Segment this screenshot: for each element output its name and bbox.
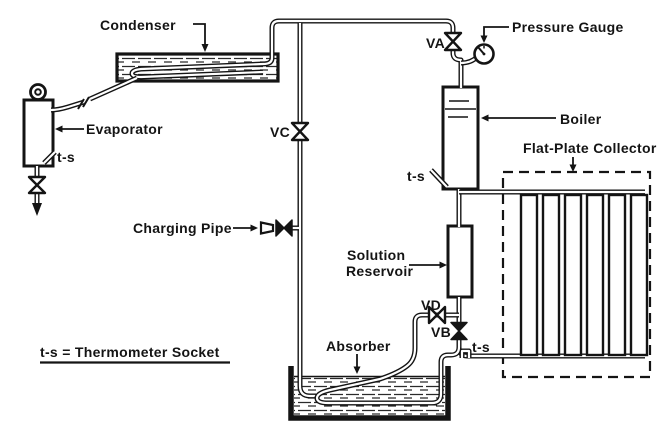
collector-tube — [585, 193, 605, 357]
valve-vc-label: VC — [270, 124, 290, 140]
boiler-label: Boiler — [560, 111, 602, 127]
absorber-leader — [353, 354, 361, 374]
legend-text: t-s = Thermometer Socket — [40, 344, 220, 360]
pressure-gauge-icon — [473, 43, 495, 65]
valve-vc-icon — [290, 121, 310, 142]
collector-ts-label: t-s — [472, 339, 490, 355]
collector-dashed-enclosure — [501, 170, 652, 379]
valve-va-icon — [443, 31, 463, 52]
evaporator-drain-valve-icon — [27, 175, 47, 195]
boiler-leader — [481, 114, 556, 122]
evaporator-drain-tip — [32, 203, 42, 216]
solution-reservoir-label-line1: Solution — [347, 247, 405, 263]
pressure-gauge-leader — [480, 26, 509, 43]
evaporator-leader — [55, 125, 84, 133]
boiler-ts-label: t-s — [407, 168, 425, 184]
evaporator-label: Evaporator — [86, 121, 163, 137]
pressure-gauge-label: Pressure Gauge — [512, 19, 624, 35]
collector-tubes — [519, 193, 649, 357]
solution-reservoir-label-line2: Reservoir — [346, 263, 414, 279]
collector-label: Flat-Plate Collector — [523, 140, 657, 156]
solution-reservoir-vessel — [446, 224, 474, 299]
condenser-leader — [193, 23, 209, 52]
solution-reservoir-leader — [409, 261, 447, 269]
evaporator-vessel — [22, 98, 55, 168]
valve-vb-label: VB — [431, 324, 451, 340]
condenser-label: Condenser — [100, 17, 176, 33]
absorber-label: Absorber — [326, 338, 391, 354]
absorber-tank — [288, 366, 451, 421]
charging-pipe-label: Charging Pipe — [133, 220, 232, 236]
collector-tube — [541, 193, 561, 357]
collector-leader — [569, 157, 577, 172]
valve-vd-label: VD — [421, 297, 441, 313]
valve-vb-icon — [450, 321, 468, 341]
charging-valve-icon — [259, 219, 293, 237]
collector-tube — [629, 193, 649, 357]
valve-vd-icon — [427, 305, 447, 325]
pipe-break-marks — [77, 96, 90, 110]
evaporator-ts-label: t-s — [57, 149, 75, 165]
boiler-vessel — [441, 85, 480, 191]
collector-tube — [607, 193, 627, 357]
evaporator-lug-hole — [34, 88, 42, 96]
collector-tube — [563, 193, 583, 357]
valve-va-label: VA — [426, 35, 445, 51]
charging-port — [259, 221, 275, 235]
charging-pipe-leader — [233, 224, 258, 232]
pipe-vc-lower — [297, 140, 316, 399]
collector-tube — [519, 193, 539, 357]
